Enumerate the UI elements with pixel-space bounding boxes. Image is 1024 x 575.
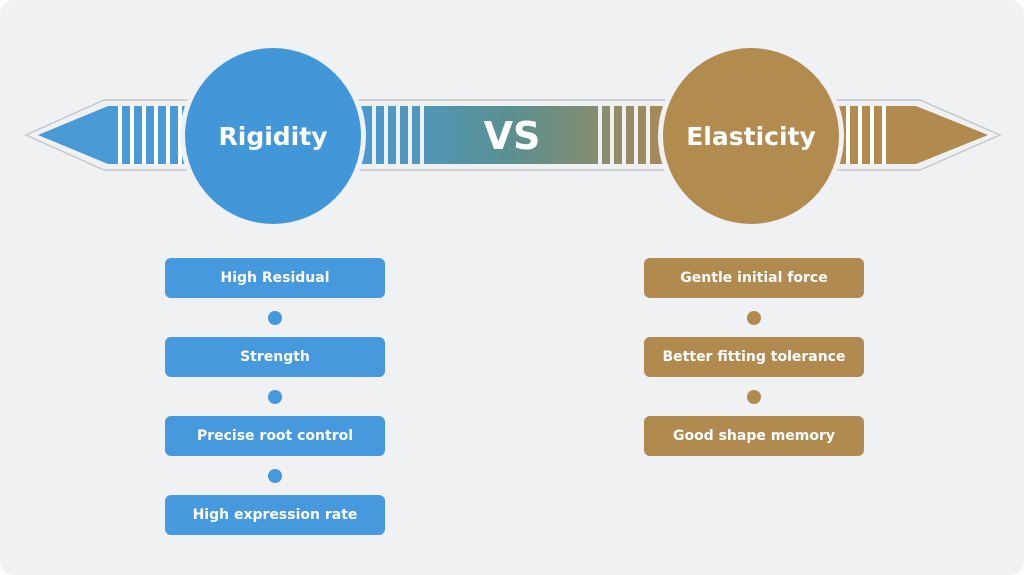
connector-dot xyxy=(747,390,761,404)
connector-dot xyxy=(268,311,282,325)
elasticity-item-1: Gentle initial force xyxy=(644,258,864,298)
left-stripes xyxy=(118,106,182,164)
elasticity-circle: Elasticity xyxy=(663,48,839,224)
vs-label: VS xyxy=(483,114,541,158)
elasticity-item-3: Good shape memory xyxy=(644,416,864,456)
connector-dot xyxy=(747,311,761,325)
connector-dot xyxy=(268,390,282,404)
rigidity-item-2: Strength xyxy=(165,337,385,377)
rigidity-title: Rigidity xyxy=(218,121,328,151)
elasticity-title: Elasticity xyxy=(686,121,816,151)
middle-right-stripes xyxy=(598,106,650,164)
middle-left-stripes xyxy=(372,106,424,164)
elasticity-item-2: Better fitting tolerance xyxy=(644,337,864,377)
rigidity-item-3: Precise root control xyxy=(165,416,385,456)
rigidity-item-4: High expression rate xyxy=(165,495,385,535)
rigidity-circle: Rigidity xyxy=(185,48,361,224)
rigidity-item-1: High Residual xyxy=(165,258,385,298)
right-stripes xyxy=(846,106,886,164)
connector-dot xyxy=(268,469,282,483)
